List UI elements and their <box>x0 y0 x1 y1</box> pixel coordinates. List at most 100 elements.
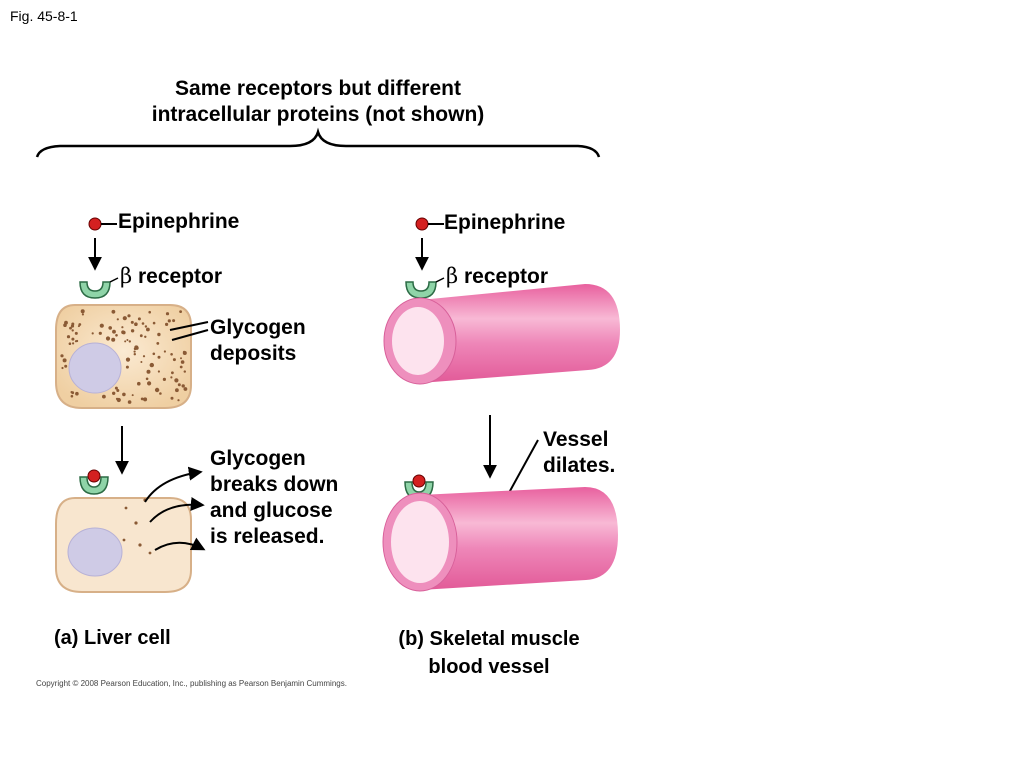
glycogen-granule <box>170 376 173 379</box>
heading: Same receptors but different intracellul… <box>118 76 518 128</box>
blood-vessel-before <box>383 284 620 385</box>
glycogen-granule <box>121 330 125 335</box>
glycogen-granule <box>125 365 129 369</box>
glycogen-granule <box>137 317 141 321</box>
glycogen-granule <box>81 313 84 316</box>
glycogen-granule <box>71 329 74 332</box>
glycogen-granule <box>172 358 176 362</box>
epinephrine-label-b: Epinephrine <box>444 211 566 234</box>
glycogen-granule <box>121 326 124 329</box>
glycogen-granule <box>80 309 85 314</box>
glycogen-granule <box>179 365 183 369</box>
glycogen-granule <box>64 320 68 325</box>
caption-b-line2: blood vessel <box>428 656 550 678</box>
receptor-text-a: receptor <box>137 265 223 288</box>
beta-receptor-a1 <box>79 277 119 299</box>
glycogen-granule <box>70 394 74 398</box>
dilates-pointer <box>504 439 539 501</box>
glycogen-granule <box>157 332 161 337</box>
glycogen-granule <box>181 384 185 388</box>
glycogen-granule <box>122 316 127 321</box>
glycogen-granule <box>163 350 166 353</box>
glycogen-granule <box>183 370 186 373</box>
glycogen-granule <box>149 362 154 368</box>
epinephrine-molecule-a1 <box>88 217 117 231</box>
glycogen-granule <box>114 386 118 390</box>
breakdown-line2: breaks down <box>210 473 339 496</box>
glycogen-granule <box>98 331 102 335</box>
glycogen-granule <box>126 339 129 341</box>
glycogen-pointer2 <box>171 329 209 341</box>
epinephrine-molecule-b1 <box>415 217 444 231</box>
glycogen-granule <box>66 335 71 339</box>
glycogen-granule <box>105 336 111 341</box>
glycogen-granule <box>152 321 156 325</box>
glycogen-granule <box>183 387 188 391</box>
glycogen-granule <box>99 323 104 328</box>
release-arrow2 <box>149 497 205 523</box>
blood-vessel-after <box>382 487 618 592</box>
glycogen-granule <box>140 361 143 363</box>
glycogen-granule <box>133 353 136 356</box>
glycogen-granules <box>60 309 188 404</box>
glycogen-granule <box>146 327 150 332</box>
glycogen-granule <box>127 400 132 404</box>
glycogen-granule <box>71 337 75 341</box>
glycogen-granule <box>111 309 116 314</box>
glycogen-granule <box>167 319 171 323</box>
glycogen-granule <box>170 353 173 356</box>
glycogen-granule <box>134 322 138 327</box>
glycogen-granule <box>171 371 174 375</box>
glycogen-granule <box>152 352 156 356</box>
glycogen-granule <box>180 357 182 360</box>
beta-symbol-b: β <box>446 264 459 288</box>
glycogen-pointer1 <box>169 321 209 331</box>
glycogen-granule <box>60 354 64 358</box>
glycogen-granule <box>64 364 68 368</box>
grouping-brace <box>35 127 601 158</box>
glycogen-granule <box>62 358 67 363</box>
glycogen-granule <box>140 397 144 401</box>
glycogen-granule <box>147 381 152 386</box>
glycogen-granule <box>128 340 131 343</box>
glycogen-deposits-label: Glycogen deposits <box>210 315 306 367</box>
glycogen-granule <box>130 329 135 333</box>
glycogen-granule <box>182 351 187 355</box>
glycogen-granule <box>177 399 180 402</box>
glycogen-granule <box>102 394 106 399</box>
glycogen-granule <box>180 360 185 364</box>
beta-symbol-a: β <box>120 264 133 288</box>
glycogen-breakdown-label: Glycogen breaks down and glucose is rele… <box>210 446 338 550</box>
glycogen-granule <box>142 355 146 358</box>
glycogen-granule <box>154 387 160 393</box>
vessel-dilates-label: Vessel dilates. <box>543 427 615 479</box>
caption-b-line1: (b) Skeletal muscle <box>398 628 580 650</box>
glycogen-granule <box>74 340 78 343</box>
glycogen-granule <box>177 383 181 387</box>
glycogen-granule <box>144 335 147 338</box>
glycogen-granule <box>145 377 149 381</box>
glycogen-granule <box>157 355 161 359</box>
glycogen-granule <box>148 310 151 314</box>
glycogen-granule <box>69 326 72 330</box>
glycogen-granule <box>71 322 75 326</box>
copyright-notice: Copyright © 2008 Pearson Education, Inc.… <box>36 679 347 688</box>
glycogen-granule <box>68 342 72 346</box>
glycogen-granule <box>78 323 82 326</box>
glycogen-granule <box>131 394 134 397</box>
glycogen-granule <box>91 332 94 335</box>
breakdown-line4: is released. <box>210 525 325 548</box>
receptor-label-b: β receptor <box>446 263 548 290</box>
release-arrow3 <box>154 537 206 551</box>
breakdown-line1: Glycogen <box>210 447 306 470</box>
release-arrow1 <box>144 466 203 503</box>
glycogen-granule <box>116 397 121 403</box>
glycogen-granule <box>179 310 183 313</box>
glycogen-granule <box>124 340 127 343</box>
glycogen-granule <box>156 342 160 345</box>
nucleus-a1 <box>68 342 122 394</box>
glycogen-granule <box>71 391 75 395</box>
liver-cell-before <box>55 304 192 409</box>
glycogen-granule <box>133 350 136 353</box>
glycogen-granule <box>61 366 64 370</box>
